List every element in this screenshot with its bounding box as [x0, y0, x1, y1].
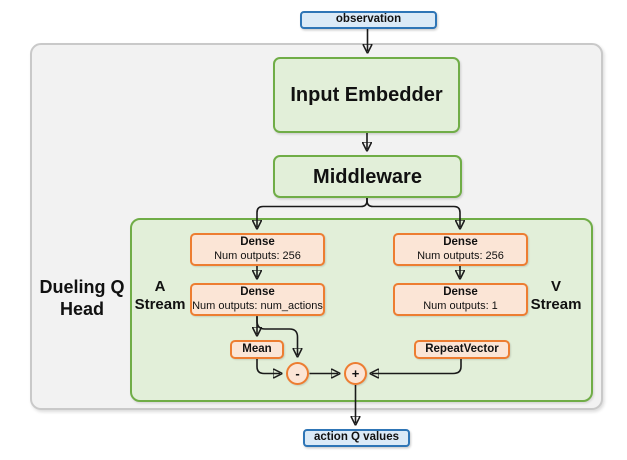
dense-a2-title: Dense [240, 286, 275, 298]
edge-mean-to-minus [256, 359, 280, 374]
middleware-label: Middleware [313, 165, 422, 188]
action-q-values-label: action Q values [313, 431, 399, 444]
dense-a1-node: Dense Num outputs: 256 [190, 233, 325, 266]
mean-label: Mean [242, 342, 272, 355]
minus-operator-node: - [286, 362, 309, 385]
edge-middleware-to-dense-a1 [257, 198, 368, 227]
minus-operator-label: - [295, 366, 300, 381]
repeat-vector-node: RepeatVector [414, 340, 510, 359]
dense-v1-node: Dense Num outputs: 256 [393, 233, 528, 266]
observation-node: observation [300, 11, 437, 29]
input-embedder-label: Input Embedder [290, 84, 443, 106]
dense-v1-title: Dense [443, 236, 478, 248]
middleware-node: Middleware [273, 155, 462, 198]
dense-v2-title: Dense [443, 286, 478, 298]
dense-v1-subtitle: Num outputs: 256 [417, 249, 504, 262]
dense-a1-title: Dense [240, 236, 275, 248]
dense-v2-node: Dense Num outputs: 1 [393, 283, 528, 316]
input-embedder-node: Input Embedder [273, 57, 460, 133]
edge-dense-a2-bypass-to-minus [256, 317, 298, 355]
dense-a2-subtitle: Num outputs: num_actions [192, 299, 323, 312]
dense-a2-node: Dense Num outputs: num_actions [190, 283, 325, 316]
plus-operator-node: + [344, 362, 367, 385]
dense-v2-subtitle: Num outputs: 1 [423, 299, 498, 312]
edge-repeat-vector-to-plus [372, 359, 462, 374]
edge-middleware-to-dense-v1 [366, 198, 460, 227]
repeat-vector-label: RepeatVector [425, 342, 499, 355]
plus-operator-label: + [351, 366, 360, 381]
observation-label: observation [335, 13, 402, 26]
mean-node: Mean [230, 340, 284, 359]
action-q-values-node: action Q values [303, 429, 410, 447]
dense-a1-subtitle: Num outputs: 256 [214, 249, 301, 262]
